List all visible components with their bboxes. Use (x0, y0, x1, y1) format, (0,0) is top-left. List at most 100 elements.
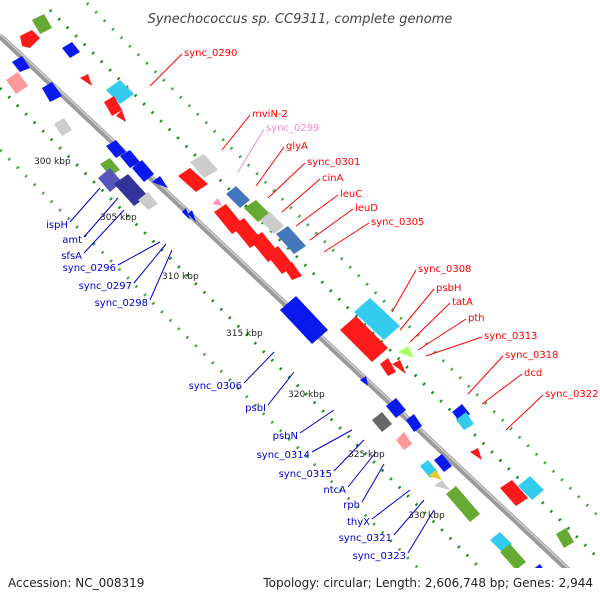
gene-arrow[interactable] (32, 14, 52, 34)
gene-label-tata[interactable]: tatA (452, 297, 473, 308)
gene-label-rph[interactable]: rph (343, 500, 360, 511)
gene-label-sync-0301[interactable]: sync_0301 (307, 157, 360, 168)
gene-arrow[interactable] (372, 412, 392, 432)
gene-label-ntca[interactable]: ntcA (323, 485, 346, 496)
gene-label-sync-0322[interactable]: sync_0322 (545, 389, 598, 400)
gene-arrow[interactable] (20, 30, 40, 48)
gene-arrow[interactable] (106, 80, 134, 104)
gene-arrow[interactable] (54, 118, 72, 136)
gene-arrow[interactable] (260, 212, 284, 234)
gene-arrow[interactable] (42, 82, 62, 102)
topology-text: Topology: circular; Length: 2,606,748 bp… (262, 576, 593, 590)
reverse-strand-genes (6, 56, 580, 600)
gene-arrow[interactable] (360, 376, 368, 386)
gene-label-sync-0314[interactable]: sync_0314 (257, 450, 310, 461)
gene-arrow[interactable] (280, 296, 328, 344)
gene-label-sync-0313[interactable]: sync_0313 (484, 331, 537, 342)
gene-label-sync-0306[interactable]: sync_0306 (189, 381, 242, 392)
gene-label-sync-0299[interactable]: sync_0299 (266, 123, 319, 134)
scale-label: 325 kbp (348, 450, 385, 460)
gene-label-leud[interactable]: leuD (355, 203, 378, 214)
gene-label-glya[interactable]: glyA (286, 141, 308, 152)
gene-arrow[interactable] (116, 110, 126, 122)
reverse-leader-lines (69, 187, 435, 554)
gene-arrow[interactable] (500, 544, 526, 570)
gene-arrow[interactable] (470, 448, 482, 460)
gene-arrow[interactable] (106, 140, 126, 158)
gene-arrow[interactable] (120, 150, 140, 168)
tick-track-outer-reverse (0, 148, 453, 600)
scale-label: 315 kbp (226, 329, 263, 339)
gene-label-pth[interactable]: pth (468, 313, 485, 324)
gene-label-psbh[interactable]: psbH (436, 283, 461, 294)
forward-gene-labels: sync_0290 mviN-2 sync_0299 glyA sync_030… (184, 48, 598, 400)
gene-arrow[interactable] (226, 186, 250, 208)
scale-label: 330 kbp (408, 511, 445, 521)
gene-label-psbi[interactable]: psbI (245, 403, 266, 414)
scale-label: 305 kbp (100, 213, 137, 223)
gene-label-sync-0290[interactable]: sync_0290 (184, 48, 237, 59)
accession-text: Accession: NC_008319 (8, 576, 144, 590)
gene-arrow[interactable] (178, 168, 208, 192)
tick-track-inner-reverse (0, 86, 515, 600)
gene-arrow[interactable] (104, 96, 122, 116)
scale-label: 320 kbp (288, 390, 325, 400)
gene-arrow[interactable] (434, 454, 452, 472)
gene-arrow[interactable] (406, 414, 422, 432)
gene-label-cina[interactable]: cinA (322, 173, 344, 184)
gene-label-isph[interactable]: ispH (46, 220, 68, 231)
gene-arrow[interactable] (456, 412, 474, 430)
tick-track-outer-forward (48, 8, 600, 562)
gene-arrow[interactable] (190, 154, 218, 178)
gene-arrow[interactable] (396, 432, 412, 450)
gene-arrow[interactable] (392, 360, 406, 374)
footer-background (0, 568, 600, 600)
gene-arrow[interactable] (138, 192, 158, 210)
map-title: Synechococcus sp. CC9311, complete genom… (148, 12, 453, 27)
gene-arrow[interactable] (284, 262, 302, 280)
gene-arrow[interactable] (380, 358, 396, 376)
gene-arrow[interactable] (212, 198, 222, 206)
gene-arrow[interactable] (62, 42, 80, 58)
gene-arrow[interactable] (276, 226, 306, 254)
gene-arrow[interactable] (152, 176, 168, 188)
gene-arrow[interactable] (354, 298, 400, 340)
gene-label-sync-0305[interactable]: sync_0305 (371, 217, 424, 228)
gene-arrow[interactable] (500, 480, 528, 506)
gene-arrow[interactable] (434, 480, 450, 490)
gene-label-sync-0321[interactable]: sync_0321 (339, 533, 392, 544)
scale-label: 310 kbp (162, 272, 199, 282)
gene-label-sync-0298[interactable]: sync_0298 (95, 298, 148, 309)
gene-label-leuc[interactable]: leuC (340, 189, 362, 200)
gene-arrow[interactable] (340, 316, 388, 362)
gene-label-psbn[interactable]: psbN (273, 431, 298, 442)
gene-label-mvin-2[interactable]: mviN-2 (252, 109, 288, 120)
gene-arrow[interactable] (518, 476, 544, 500)
gene-label-sync-0296[interactable]: sync_0296 (63, 263, 116, 274)
gene-arrow[interactable] (80, 74, 92, 86)
forward-strand-genes (20, 14, 600, 594)
gene-label-sync-0315[interactable]: sync_0315 (279, 469, 332, 480)
gene-label-sync-0297[interactable]: sync_0297 (79, 281, 132, 292)
gene-label-amt[interactable]: amt (62, 235, 82, 246)
gene-label-sync-0308[interactable]: sync_0308 (418, 264, 471, 275)
gene-arrow[interactable] (556, 528, 574, 548)
gene-label-thyx[interactable]: thyX (347, 517, 370, 528)
gene-arrow[interactable] (386, 398, 406, 418)
gene-label-dcd[interactable]: dcd (524, 368, 542, 379)
gene-arrow[interactable] (188, 210, 196, 222)
gene-arrow[interactable] (100, 158, 120, 176)
gene-arrow[interactable] (398, 346, 414, 358)
gene-arrow[interactable] (132, 160, 154, 182)
gene-arrow[interactable] (446, 486, 480, 522)
gene-arrow[interactable] (6, 72, 28, 94)
gene-label-sync-0318[interactable]: sync_0318 (505, 350, 558, 361)
gene-arrow[interactable] (244, 200, 270, 222)
gene-label-sync-0323[interactable]: sync_0323 (353, 551, 406, 562)
gene-arrow[interactable] (114, 174, 148, 206)
gene-arrow[interactable] (428, 470, 442, 480)
gene-arrow[interactable] (12, 56, 30, 72)
gene-label-sfsa[interactable]: sfsA (61, 251, 82, 262)
gene-arrow[interactable] (182, 208, 190, 220)
